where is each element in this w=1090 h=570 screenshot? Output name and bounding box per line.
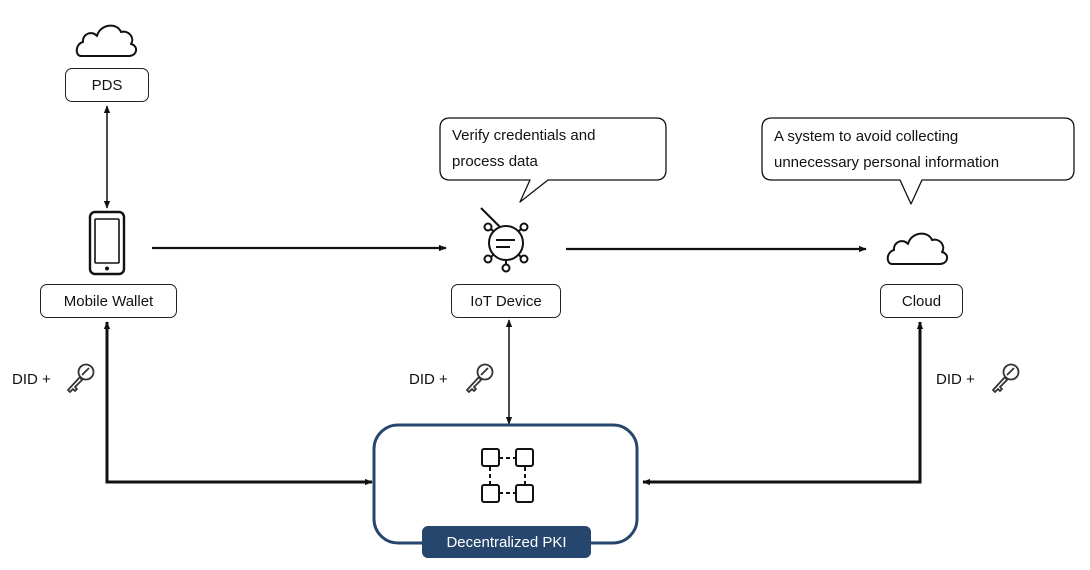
did-label-iot: DID + bbox=[409, 371, 448, 388]
wallet-pki-connector bbox=[103, 321, 373, 486]
cloud-bubble-line-1: A system to avoid collecting bbox=[774, 128, 959, 145]
blockchain-icon bbox=[481, 448, 534, 503]
cloud-node-icon bbox=[886, 232, 949, 265]
key-icon bbox=[67, 363, 95, 393]
mobile-wallet-label: Mobile Wallet bbox=[63, 292, 154, 310]
mobile-wallet-node: Mobile Wallet bbox=[40, 284, 177, 318]
cloud-node: Cloud bbox=[880, 284, 963, 318]
did-label-wallet: DID + bbox=[12, 371, 51, 388]
cloud-label: Cloud bbox=[901, 292, 942, 310]
iot-device-node: IoT Device bbox=[451, 284, 561, 318]
pds-node: PDS bbox=[65, 68, 149, 102]
iot-device-label: IoT Device bbox=[470, 292, 542, 310]
iot-bubble-line-1: Verify credentials and bbox=[452, 127, 596, 144]
iot-speech-bubble bbox=[439, 117, 667, 203]
cloud-bubble-line-2: unnecessary personal information bbox=[774, 154, 1000, 171]
pds-label: PDS bbox=[91, 76, 123, 94]
iot-sensor-icon bbox=[480, 207, 529, 273]
cloud-speech-bubble bbox=[761, 117, 1075, 205]
key-icon bbox=[992, 363, 1020, 393]
iot-bubble-line-2: process data bbox=[452, 153, 538, 170]
cloud-pki-connector bbox=[642, 321, 924, 486]
did-label-cloud: DID + bbox=[936, 371, 975, 388]
pki-label: Decentralized PKI bbox=[422, 526, 591, 558]
cloud-bubble-text: A system to avoid collecting unnecessary… bbox=[774, 124, 999, 176]
pds-cloud-icon bbox=[75, 24, 138, 57]
smartphone-icon bbox=[88, 210, 126, 276]
key-icon bbox=[466, 363, 494, 393]
iot-bubble-text: Verify credentials and process data bbox=[452, 123, 595, 175]
